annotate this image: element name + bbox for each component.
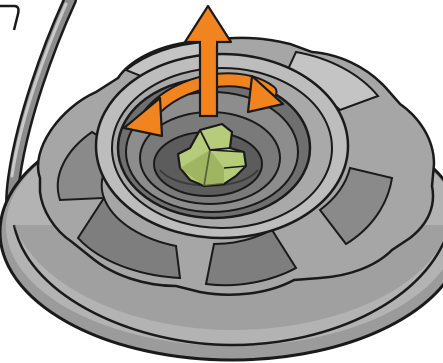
valve-illustration — [0, 0, 443, 363]
valve-drawing — [0, 0, 443, 363]
